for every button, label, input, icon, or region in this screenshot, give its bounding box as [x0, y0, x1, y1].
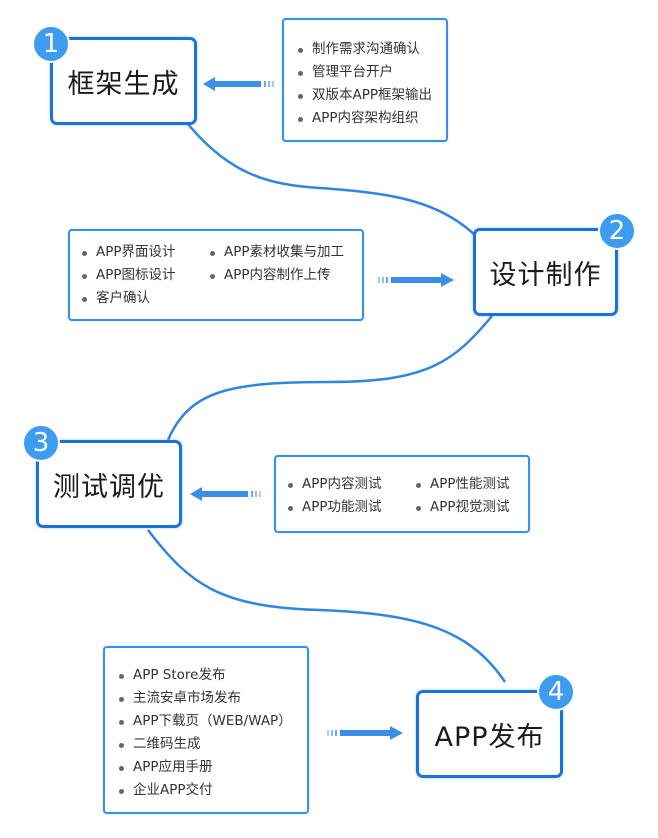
task-item: APP素材收集与加工 — [208, 241, 344, 264]
step-1-tasks: 制作需求沟通确认 管理平台开户 双版本APP框架输出 APP内容架构组织 — [282, 18, 448, 142]
task-item: 管理平台开户 — [296, 61, 446, 84]
right-arrow-icon — [327, 726, 403, 740]
step-4-badge: 4 — [537, 673, 575, 711]
task-item: 双版本APP框架输出 — [296, 84, 446, 107]
step-3-tasks: APP内容测试 APP功能测试 APP性能测试 APP视觉测试 — [274, 455, 530, 533]
task-item: APP功能测试 — [286, 496, 414, 519]
step-1-box: 框架生成 — [50, 37, 197, 125]
task-item: APP内容测试 — [286, 473, 414, 496]
step-2-badge: 2 — [598, 212, 636, 250]
task-item: APP应用手册 — [117, 756, 307, 779]
left-arrow-icon — [203, 77, 274, 91]
step-2-tasks: APP界面设计 APP图标设计 客户确认 APP素材收集与加工 APP内容制作上… — [68, 229, 364, 321]
step-4-title: APP发布 — [434, 721, 545, 753]
task-item: APP下载页（WEB/WAP） — [117, 710, 307, 733]
task-item: 制作需求沟通确认 — [296, 38, 446, 61]
step-4-tasks: APP Store发布 主流安卓市场发布 APP下载页（WEB/WAP） 二维码… — [103, 646, 309, 814]
left-arrow-icon — [190, 487, 261, 501]
task-item: 二维码生成 — [117, 733, 307, 756]
task-item: APP视觉测试 — [414, 496, 510, 519]
task-item: 企业APP交付 — [117, 779, 307, 802]
step-3-title: 测试调优 — [53, 471, 165, 503]
step-3-badge: 3 — [22, 424, 60, 462]
step-1-badge: 1 — [32, 25, 70, 63]
task-item: APP内容制作上传 — [208, 264, 344, 287]
task-item: APP性能测试 — [414, 473, 510, 496]
task-item: APP内容架构组织 — [296, 107, 446, 130]
task-item: 客户确认 — [80, 287, 208, 310]
task-item: APP界面设计 — [80, 241, 208, 264]
connector-2-3 — [166, 315, 493, 441]
step-2-title: 设计制作 — [489, 259, 602, 291]
task-item: APP Store发布 — [117, 664, 307, 687]
right-arrow-icon — [378, 273, 454, 287]
step-2-box: 设计制作 — [473, 228, 618, 316]
connector-3-4 — [147, 529, 507, 683]
task-item: 主流安卓市场发布 — [117, 687, 307, 710]
step-3-box: 测试调优 — [36, 440, 182, 528]
connector-1-2 — [187, 123, 479, 239]
step-4-box: APP发布 — [416, 690, 563, 778]
task-item: APP图标设计 — [80, 264, 208, 287]
step-1-title: 框架生成 — [67, 68, 180, 100]
